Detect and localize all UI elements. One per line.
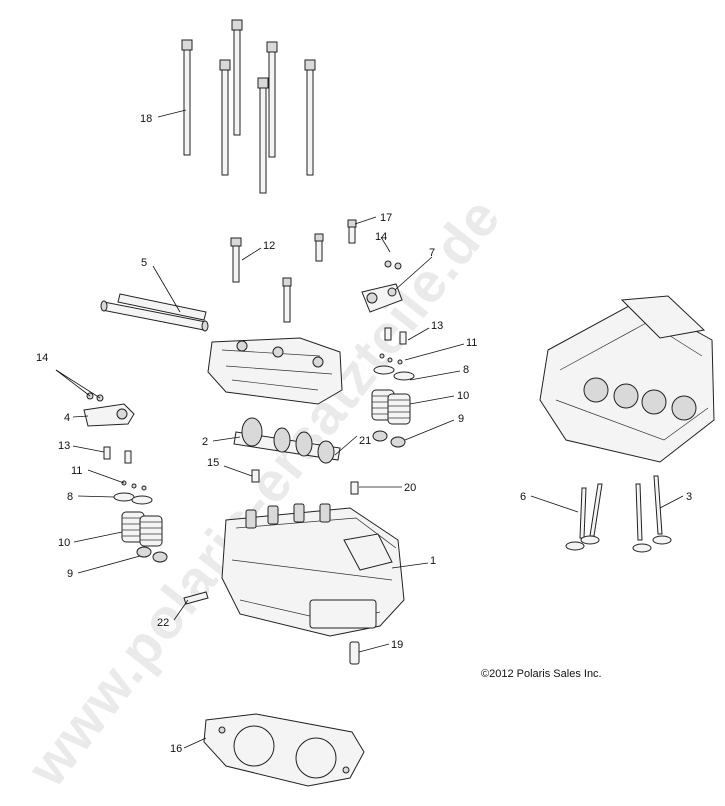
cam-carrier <box>207 337 343 405</box>
callout-16: 16 <box>170 743 182 755</box>
callout-1: 1 <box>430 555 436 567</box>
callout-18: 18 <box>140 113 152 125</box>
callout-10: 10 <box>457 390 469 402</box>
callout-numbers: 18 17 12 14 7 5 13 11 8 10 9 14 4 2 21 1… <box>36 113 692 755</box>
callout-8: 8 <box>67 491 73 503</box>
cylinder-head-underside <box>539 295 715 463</box>
callout-17: 17 <box>380 212 392 224</box>
callout-3: 3 <box>686 491 692 503</box>
callout-13: 13 <box>431 320 443 332</box>
rocker-shafts <box>100 293 209 332</box>
callout-8: 8 <box>463 364 469 376</box>
callout-21: 21 <box>359 435 371 447</box>
callout-11: 11 <box>71 465 82 477</box>
callout-14: 14 <box>375 231 387 243</box>
copyright-text: ©2012 Polaris Sales Inc. <box>481 668 602 680</box>
head-studs <box>230 219 357 323</box>
callout-10: 10 <box>58 537 70 549</box>
callout-9: 9 <box>458 413 464 425</box>
callout-11: 11 <box>466 337 477 349</box>
callout-14: 14 <box>36 352 48 364</box>
callout-5: 5 <box>141 257 147 269</box>
valve-train-left <box>103 446 168 563</box>
dowel-pins <box>183 469 360 665</box>
rocker-arm-left <box>83 392 135 427</box>
callout-20: 20 <box>404 482 416 494</box>
callout-19: 19 <box>391 639 403 651</box>
svg-text:www.polaris-ersatzteile.de: www.polaris-ersatzteile.de <box>14 186 512 799</box>
callout-4: 4 <box>64 412 70 424</box>
cylinder-head <box>221 503 405 637</box>
callout-13: 13 <box>58 440 70 452</box>
head-bolts <box>181 19 316 194</box>
head-gasket <box>203 713 365 787</box>
leader-lines <box>55 109 684 749</box>
rocker-arm-right <box>361 260 403 313</box>
valve-train-right <box>371 327 415 448</box>
valves <box>565 475 672 553</box>
callout-6: 6 <box>520 491 526 503</box>
callout-22: 22 <box>157 617 169 629</box>
callout-15: 15 <box>207 457 219 469</box>
watermark: www.polaris-ersatzteile.de <box>14 186 512 799</box>
callout-2: 2 <box>202 436 208 448</box>
callout-9: 9 <box>67 568 73 580</box>
callout-12: 12 <box>263 240 275 252</box>
callout-7: 7 <box>429 247 435 259</box>
camshaft <box>233 417 341 464</box>
